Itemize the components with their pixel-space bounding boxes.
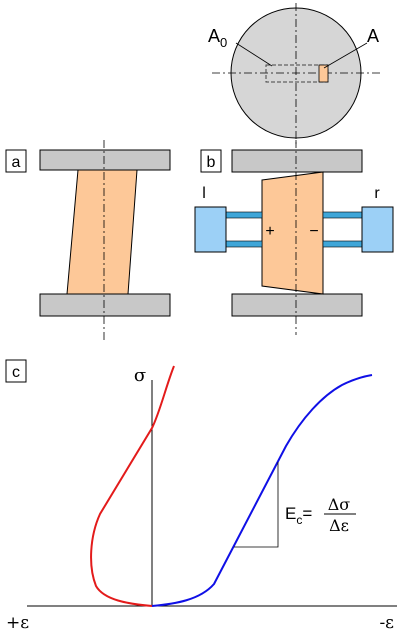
a-leader-line [323, 42, 368, 69]
modulus-subscript: c [296, 513, 302, 527]
panel-a: a [5, 140, 171, 340]
bent-specimen [261, 171, 324, 295]
left-gauge-label: l [202, 185, 206, 202]
bottom-plate-b [231, 293, 363, 317]
right-gauge-block [361, 206, 394, 253]
a-label: A [367, 26, 379, 46]
negative-strain-curve [151, 374, 373, 607]
modulus-numerator: Δσ [328, 495, 351, 514]
panel-c-label-box [5, 359, 27, 383]
left-gauge-block [194, 206, 227, 253]
top-plate-a [39, 149, 171, 171]
plus-sign: + [265, 223, 274, 240]
right-gauge-bar-lower [322, 240, 365, 248]
x-right-label: -ε [379, 613, 394, 633]
a0-subscript: 0 [220, 35, 227, 50]
sheared-specimen [66, 169, 138, 295]
loaded-area-rect [318, 64, 329, 83]
left-gauge-bar-upper [224, 211, 263, 219]
left-gauge-bar-lower [224, 240, 263, 248]
original-area-rect [265, 64, 329, 83]
slope-triangle [234, 462, 279, 548]
panel-c-label: c [12, 364, 20, 381]
cross-section: A0 A [208, 3, 380, 145]
modulus-symbol: Ec= [285, 504, 312, 527]
a0-leader-line [235, 42, 273, 67]
panel-c: c σ +ε -ε Ec= Δσ Δε [5, 359, 397, 633]
panel-b-label-box [200, 149, 222, 173]
right-gauge-bar-upper [322, 211, 365, 219]
y-axis-label: σ [134, 365, 146, 386]
panel-b: b l r + − [194, 140, 394, 335]
panel-b-label: b [207, 154, 216, 171]
positive-strain-curve [90, 365, 175, 607]
modulus-formula: Ec= Δσ Δε [285, 495, 356, 535]
modulus-denominator: Δε [329, 516, 349, 535]
right-gauge-label: r [374, 185, 380, 202]
top-plate-b [231, 149, 363, 173]
bottom-plate-a [39, 293, 171, 317]
a0-label: A0 [208, 26, 227, 50]
minus-sign: − [309, 223, 318, 240]
x-left-label: +ε [6, 613, 29, 633]
panel-a-label: a [12, 154, 21, 171]
panel-a-label-box [5, 149, 27, 173]
